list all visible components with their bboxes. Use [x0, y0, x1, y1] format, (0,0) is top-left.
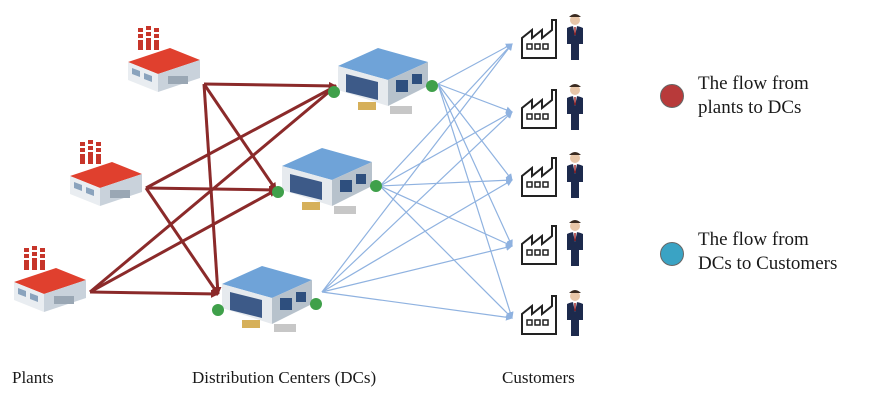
- dc-flow-legend-line1: The flow from: [698, 229, 809, 250]
- plant-flow-legend-line2: plants to DCs: [698, 97, 802, 118]
- flow-dc-1-to-customer-3: [437, 83, 513, 181]
- plant-to-dc-flows: [89, 81, 337, 298]
- dc-1-icon: [328, 48, 438, 114]
- flow-dc-2-to-customer-2: [379, 111, 513, 187]
- flow-dc-3-to-customer-2: [321, 111, 513, 293]
- flow-dc-1-to-customer-5: [437, 83, 514, 319]
- flow-dc-2-to-customer-4: [379, 185, 513, 247]
- customer-2-icon: [521, 83, 584, 131]
- dcs-label: Distribution Centers (DCs): [192, 368, 377, 387]
- dc-flow-legend-line2: DCs to Customers: [698, 253, 838, 274]
- dc-flow-legend-text: The flow from DCs to Customers: [698, 228, 837, 276]
- dc-2-icon: [272, 148, 382, 214]
- plant-flow-legend-line1: The flow from: [698, 73, 809, 94]
- plant-2-icon: [70, 140, 142, 206]
- flow-dc-1-to-customer-1: [437, 43, 513, 85]
- customer-4-icon: [521, 219, 584, 267]
- flow-plant-1-to-dc-1: [203, 81, 337, 90]
- customer-1-icon: [521, 13, 584, 61]
- plant-flow-legend-text: The flow from plants to DCs: [698, 72, 848, 120]
- dc-flow-legend-dot: [660, 242, 684, 266]
- flow-dc-2-to-customer-3: [379, 176, 513, 187]
- dc-to-customer-flows: [321, 43, 514, 321]
- flow-dc-3-to-customer-1: [321, 43, 513, 293]
- plant-3-icon: [14, 246, 86, 312]
- flow-dc-1-to-customer-2: [437, 83, 513, 114]
- plants-label: Plants: [12, 368, 54, 387]
- flow-plant-3-to-dc-3: [89, 289, 219, 298]
- flow-dc-2-to-customer-1: [379, 43, 513, 187]
- plant-flow-legend-dot: [660, 84, 684, 108]
- plant-1-icon: [128, 26, 200, 92]
- flow-dc-2-to-customer-5: [379, 185, 513, 319]
- dc-3-icon: [212, 266, 322, 332]
- customers-label: Customers: [502, 368, 575, 387]
- flow-plant-3-to-dc-2: [89, 188, 277, 294]
- flow-dc-3-to-customer-5: [321, 291, 513, 321]
- flow-dc-3-to-customer-4: [321, 244, 513, 293]
- flow-dc-3-to-customer-3: [321, 179, 513, 293]
- customer-3-icon: [521, 151, 584, 199]
- customer-5-icon: [521, 289, 584, 337]
- flow-plant-3-to-dc-1: [89, 84, 337, 294]
- flow-plant-2-to-dc-1: [145, 84, 337, 190]
